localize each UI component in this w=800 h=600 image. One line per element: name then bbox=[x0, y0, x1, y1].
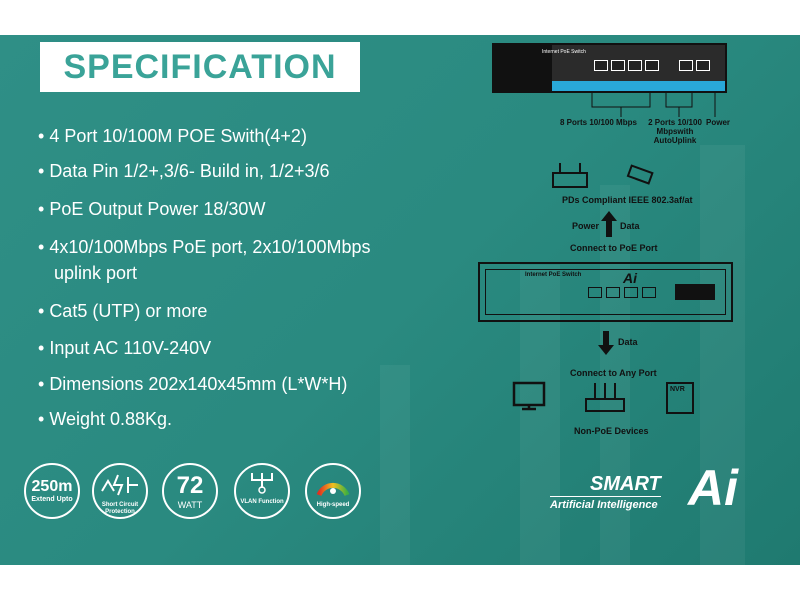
spec-item: Weight 0.88Kg. bbox=[38, 406, 172, 432]
arrow-down-icon bbox=[598, 345, 614, 355]
distance-badge: 250m Extend Upto bbox=[24, 463, 80, 519]
non-poe-devices-icons bbox=[512, 381, 694, 414]
lightning-icon bbox=[101, 474, 138, 496]
switch-front-image: Internet PoE Switch bbox=[492, 43, 727, 93]
spec-item: Dimensions 202x140x45mm (L*W*H) bbox=[38, 371, 347, 397]
spec-item: Cat5 (UTP) or more bbox=[38, 298, 207, 324]
pd-devices-icon bbox=[552, 163, 654, 188]
spec-item: 4 Port 10/100M POE Swith(4+2) bbox=[38, 123, 307, 149]
data-text-2: Data bbox=[618, 337, 638, 347]
connect-any-label: Connect to Any Port bbox=[570, 368, 657, 378]
speed-badge: High-speed bbox=[305, 463, 361, 519]
page-title: SPECIFICATION bbox=[40, 42, 360, 92]
power-text: Power bbox=[572, 221, 600, 231]
pd-label: PDs Compliant IEEE 802.3af/at bbox=[562, 195, 693, 205]
spec-item: Data Pin 1/2+,3/6- Build in, 1/2+3/6 bbox=[38, 158, 329, 184]
nvr-label: NVR bbox=[670, 386, 685, 393]
spec-item: 4x10/100Mbps PoE port, 2x10/100Mbps bbox=[38, 234, 370, 260]
spec-item: uplink port bbox=[54, 263, 138, 283]
vlan-icon bbox=[251, 473, 273, 494]
arrow-up-icon bbox=[601, 211, 617, 221]
vlan-badge: VLAN Function bbox=[234, 463, 290, 519]
watt-badge: 72 WATT bbox=[162, 463, 218, 519]
uplink-label: 2 Ports 10/100 Mbpswith AutoUplink bbox=[648, 118, 702, 145]
spec-item: PoE Output Power 18/30W bbox=[38, 196, 265, 222]
data-text: Data bbox=[620, 221, 640, 231]
background: SPECIFICATION 4 Port 10/100M POE Swith(4… bbox=[0, 35, 800, 565]
speedometer-icon bbox=[316, 482, 350, 497]
smart-ai-logo: SMART Ai Artificial Intelligence bbox=[550, 460, 738, 516]
connect-poe-label: Connect to PoE Port bbox=[570, 243, 658, 253]
power-label: Power bbox=[706, 118, 731, 127]
spec-item: Input AC 110V-240V bbox=[38, 335, 211, 361]
ports-label: 8 Ports 10/100 Mbps bbox=[560, 118, 637, 127]
switch-top-image: Internet PoE Switch Ai bbox=[478, 262, 733, 322]
short-circuit-badge: Short Circuit Protection bbox=[92, 463, 148, 519]
non-poe-label: Non-PoE Devices bbox=[574, 426, 649, 436]
